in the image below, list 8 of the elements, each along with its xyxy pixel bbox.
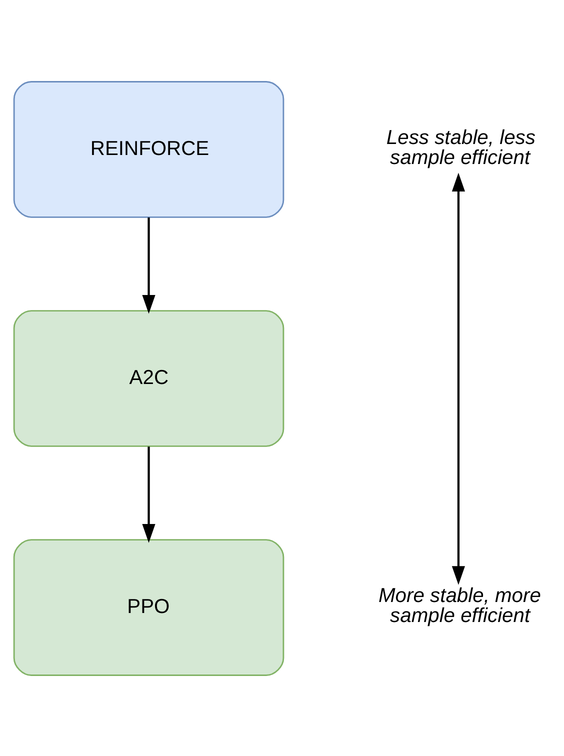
node-box: PPO: [13, 538, 284, 676]
arrow: [142, 446, 156, 542]
node-box: A2C: [13, 310, 284, 446]
node-box: REINFORCE: [13, 80, 284, 218]
arrow: [142, 217, 156, 314]
node-text: More stable, more sample efficient: [378, 584, 541, 627]
node-text: Less stable, less sample efficient: [386, 126, 536, 169]
arrow: [452, 172, 466, 584]
